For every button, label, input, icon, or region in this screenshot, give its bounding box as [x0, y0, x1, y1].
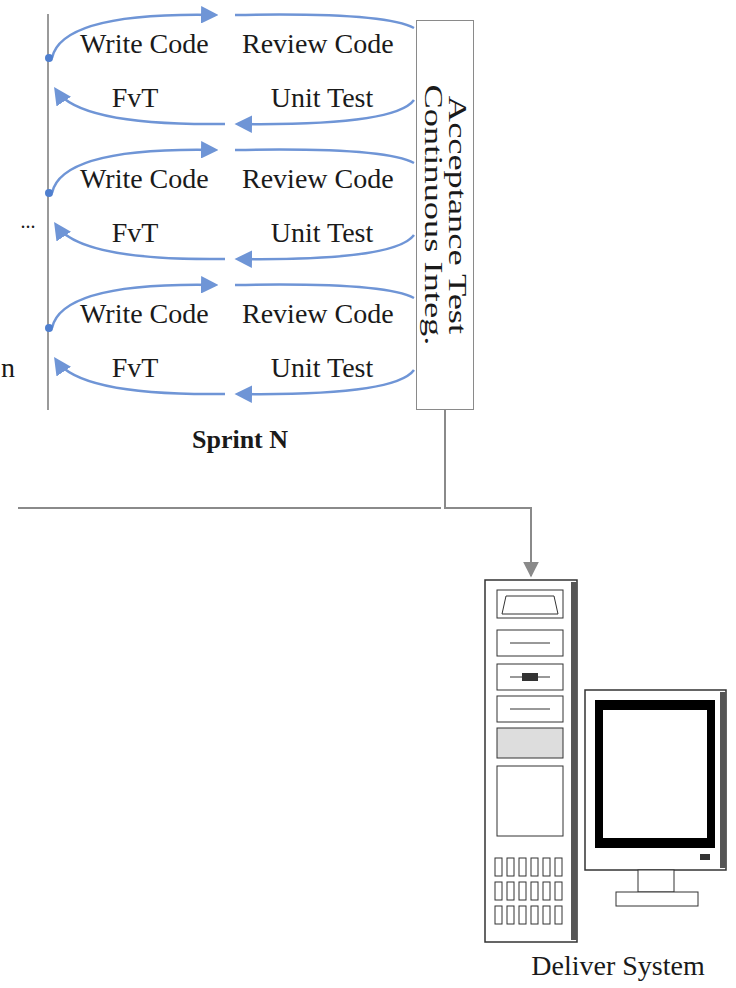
iteration-cycles: [45, 15, 414, 395]
activity-label: Write Code: [80, 28, 209, 60]
ellipsis-mark: ...: [21, 205, 36, 237]
stage-box: Acceptance Test Continuous Integ.: [416, 20, 474, 410]
iteration-dot: [45, 54, 53, 62]
delivery-connector: [445, 410, 531, 576]
sprint-title: Sprint N: [192, 424, 288, 456]
activity-label: Review Code: [242, 163, 394, 195]
activity-label: Unit Test: [271, 217, 374, 249]
delivery-bus-line: [18, 507, 441, 509]
activity-label: FvT: [112, 82, 159, 114]
iteration-dot: [45, 324, 53, 332]
computer-illustration: [478, 578, 733, 946]
activity-label: Unit Test: [271, 82, 374, 114]
activity-label: Review Code: [242, 298, 394, 330]
activity-label: Unit Test: [271, 352, 374, 384]
iteration-dot: [45, 189, 53, 197]
activity-label: FvT: [112, 217, 159, 249]
cycle-arrow: [235, 15, 414, 28]
activity-label: Write Code: [80, 163, 209, 195]
sprint-timeline: [47, 14, 49, 410]
cycle-arrow: [235, 285, 414, 298]
cycle-arrow: [235, 150, 414, 163]
computer-caption: Deliver System: [531, 950, 704, 982]
activity-label: Write Code: [80, 298, 209, 330]
cut-off-text: n: [1, 352, 15, 384]
activity-label: Review Code: [242, 28, 394, 60]
computer-node: Deliver System: [478, 578, 733, 983]
stage-label: Acceptance Test Continuous Integ.: [421, 40, 469, 390]
activity-label: FvT: [112, 352, 159, 384]
